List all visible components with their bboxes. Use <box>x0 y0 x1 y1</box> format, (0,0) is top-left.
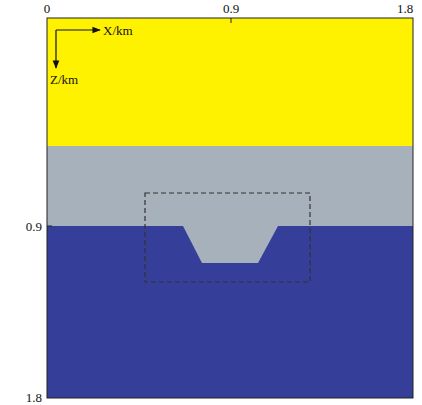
tick <box>47 226 52 227</box>
plot-frame <box>47 18 413 398</box>
x-axis-arrow <box>56 29 100 30</box>
z-axis-arrow <box>55 30 56 68</box>
top-layer <box>47 18 413 146</box>
trapezoid-anomaly <box>183 226 278 263</box>
tick-label: 1.8 <box>397 2 413 15</box>
tick-label: 0.9 <box>26 220 42 233</box>
middle-layer <box>47 146 413 226</box>
tick-label: 1.8 <box>26 391 42 404</box>
axis-title: X/km <box>103 24 133 37</box>
dashed-region <box>145 193 310 282</box>
axis-title: Z/km <box>50 73 78 86</box>
tick-label: 0 <box>44 2 51 15</box>
bottom-layer <box>47 226 413 398</box>
tick-label: 0.9 <box>223 2 239 15</box>
tick <box>231 18 232 23</box>
